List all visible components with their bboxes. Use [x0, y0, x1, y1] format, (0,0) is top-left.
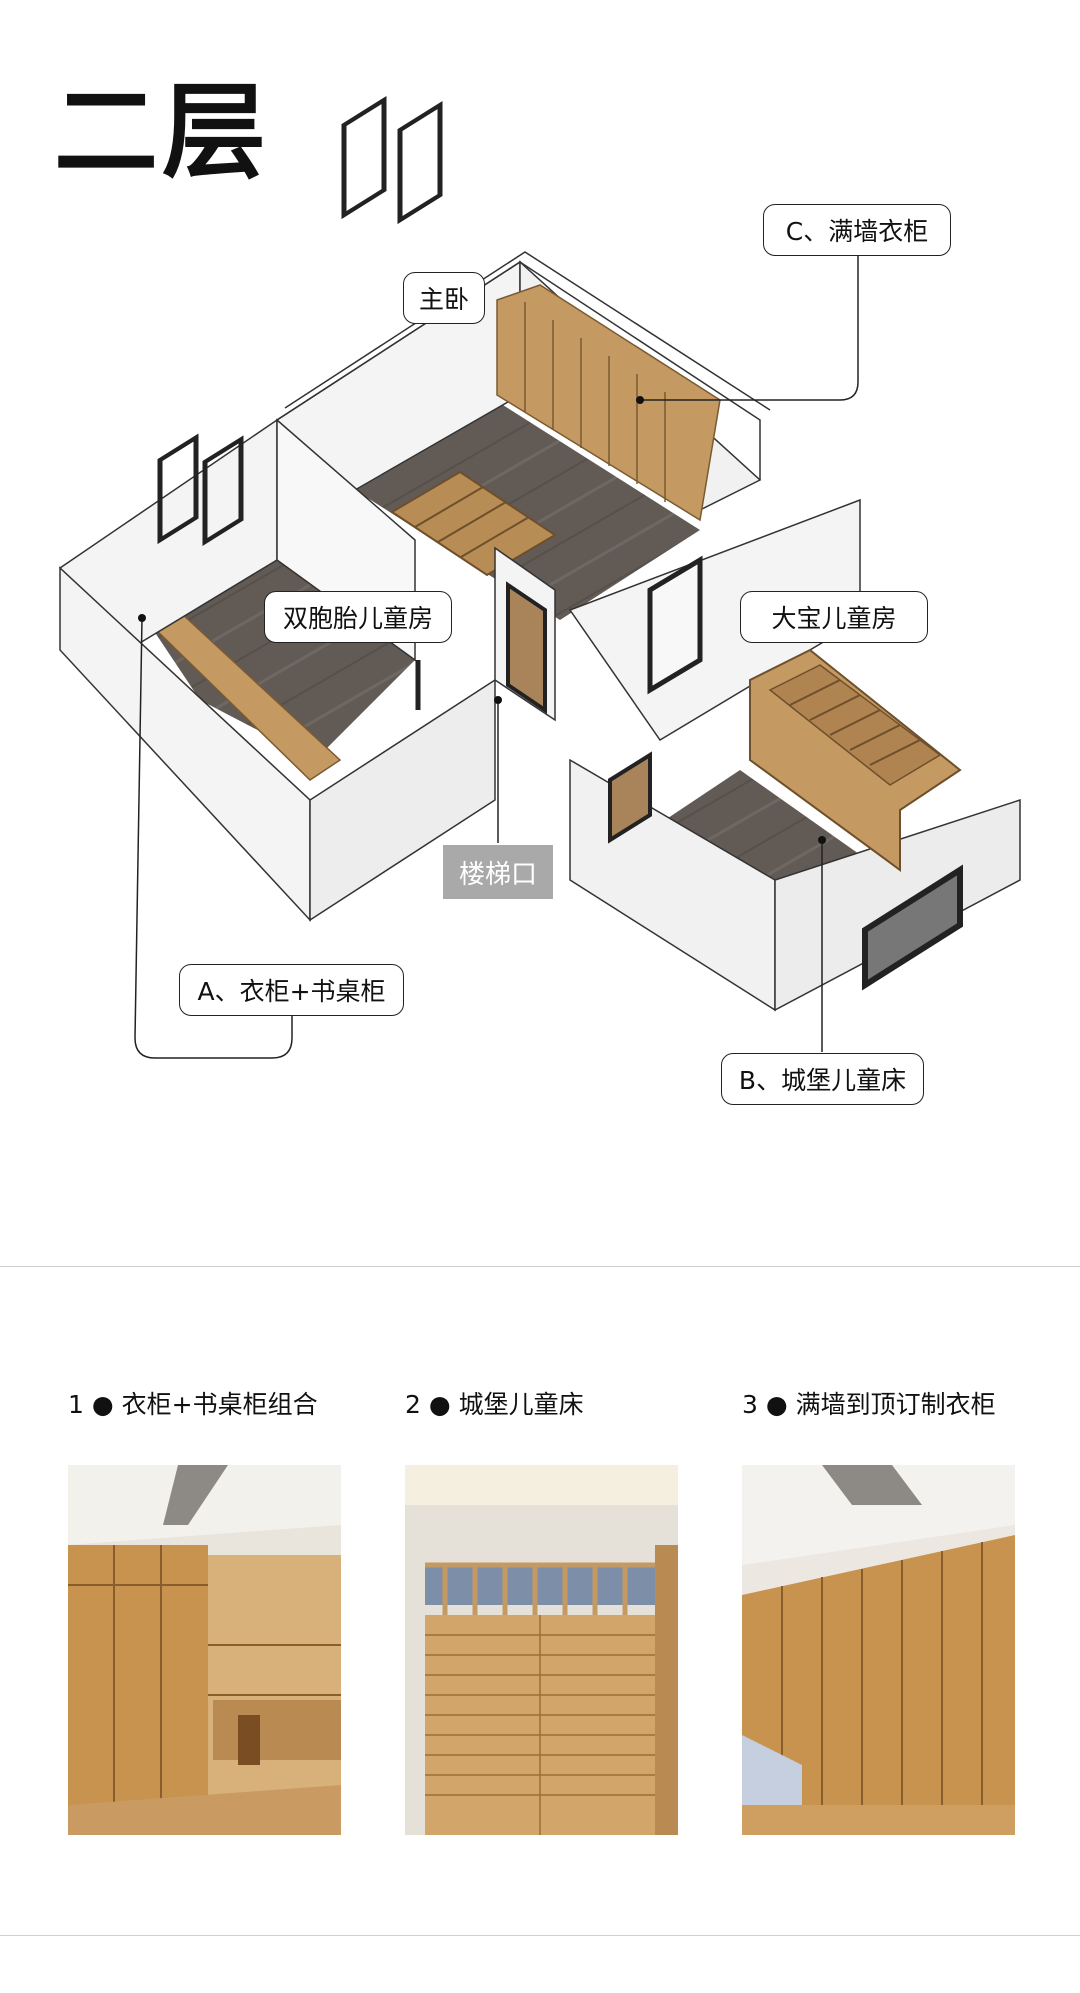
label-master-bedroom: 主卧 [403, 272, 485, 324]
castle-bed-photo [405, 1465, 678, 1835]
label-stair-entrance: 楼梯口 [443, 845, 553, 899]
twins-side-wall [309, 678, 496, 922]
feature-number: 3 [742, 1390, 758, 1419]
bullet-icon: ● [91, 1390, 114, 1419]
bullet-icon: ● [765, 1390, 788, 1419]
label-twins-room: 双胞胎儿童房 [264, 591, 452, 643]
page-title: 二层 [54, 71, 271, 193]
label-castle-bed: B、城堡儿童床 [721, 1053, 924, 1105]
feature-label: 城堡儿童床 [458, 1390, 584, 1419]
section-divider-bottom [0, 1935, 1080, 1936]
feature-caption-2: 2 ● 城堡儿童床 [405, 1385, 584, 1421]
label-elder-child-room: 大宝儿童房 [740, 591, 928, 643]
feature-caption-1: 1 ● 衣柜+书桌柜组合 [68, 1385, 318, 1421]
label-full-wall-wardrobe: C、满墙衣柜 [763, 204, 951, 256]
master-bedroom-floor [355, 400, 700, 620]
elder-right-wall [774, 798, 1021, 1012]
hallway-door [506, 581, 547, 714]
master-bed [390, 470, 557, 577]
label-wardrobe-desk: A、衣柜+书桌柜 [179, 964, 404, 1016]
feature-label: 衣柜+书桌柜组合 [121, 1390, 318, 1419]
floor-plan-diagram [58, 95, 1021, 1059]
section-divider-top [0, 1266, 1080, 1267]
feature-number: 1 [68, 1390, 84, 1419]
bullet-icon: ● [428, 1390, 451, 1419]
full-wall-wardrobe-photo [742, 1465, 1015, 1835]
feature-caption-3: 3 ● 满墙到顶订制衣柜 [742, 1385, 996, 1421]
feature-label: 满墙到顶订制衣柜 [795, 1390, 996, 1419]
wardrobe-desk-photo [68, 1465, 341, 1835]
feature-number: 2 [405, 1390, 421, 1419]
